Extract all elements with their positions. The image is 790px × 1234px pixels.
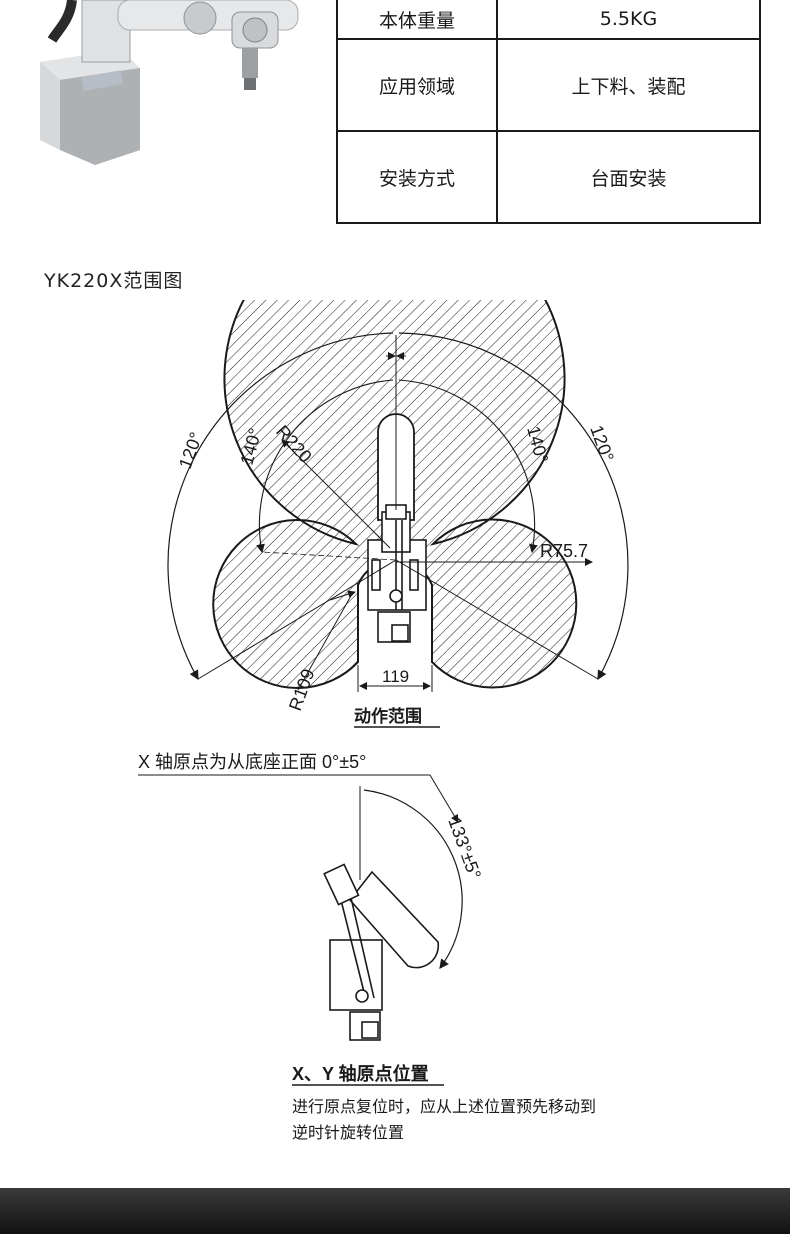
section-title: YK220X范围图 [44, 270, 184, 292]
range-caption: 动作范围 [354, 706, 422, 726]
angle-label: 120° [586, 423, 618, 465]
robot-origin-view [323, 863, 440, 1041]
dimension-label: 119 [382, 667, 409, 686]
radius-label: R75.7 [540, 541, 588, 561]
origin-note: X 轴原点为从底座正面 0°±5° [138, 752, 366, 772]
spec-key: 安装方式 [336, 130, 498, 224]
range-diagram: 120° 140° 140° 120° R220 R75.7 R109 119 … [138, 300, 629, 1142]
footer-bar [0, 1188, 790, 1234]
table-row: 安装方式 台面安装 [336, 130, 761, 224]
origin-note-line: 进行原点复位时，应从上述位置预先移动到 [292, 1097, 596, 1116]
spec-value: 上下料、装配 [496, 38, 761, 132]
table-row: 应用领域 上下料、装配 [336, 38, 761, 132]
origin-caption: X、Y 轴原点位置 [292, 1063, 429, 1084]
spec-table: 本体重量 5.5KG 应用领域 上下料、装配 安装方式 台面安装 [336, 0, 761, 224]
spec-value: 5.5KG [496, 0, 761, 40]
robot-photo [0, 0, 330, 225]
spec-key: 应用领域 [336, 38, 498, 132]
angle-label: 120° [175, 430, 207, 472]
angle-133-label: 133°±5° [444, 815, 485, 882]
spec-value: 台面安装 [496, 130, 761, 224]
table-row: 本体重量 5.5KG [336, 0, 761, 40]
spec-key: 本体重量 [336, 0, 498, 40]
origin-note-line: 逆时针旋转位置 [292, 1124, 404, 1142]
